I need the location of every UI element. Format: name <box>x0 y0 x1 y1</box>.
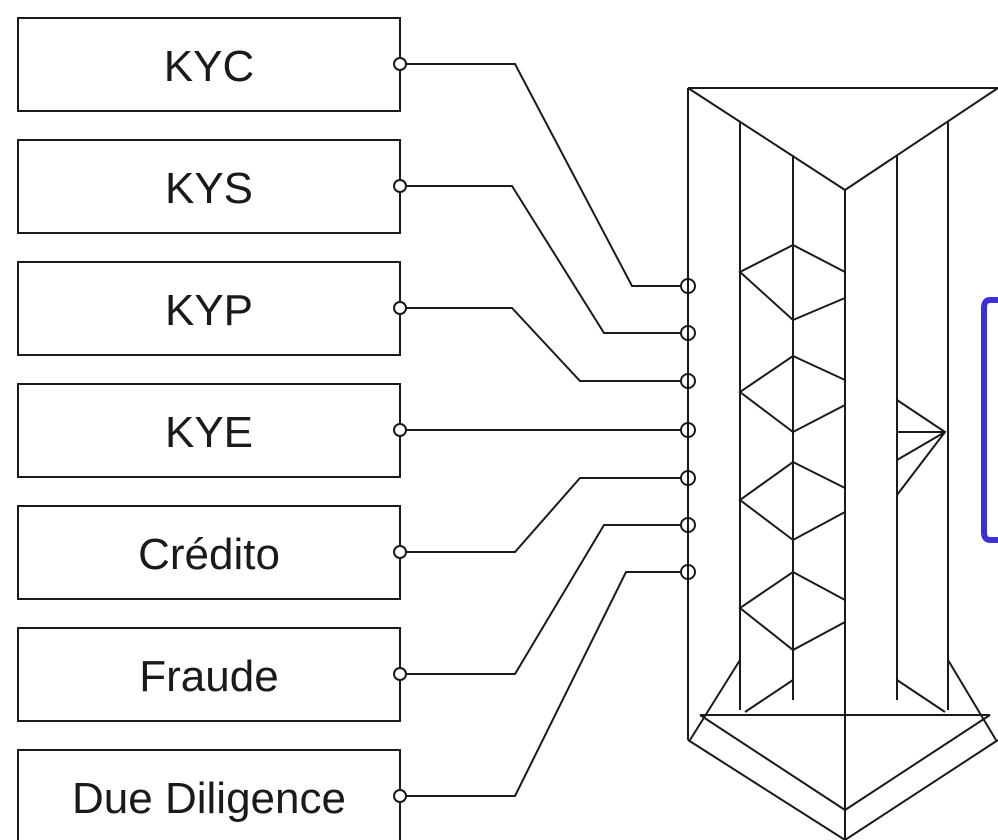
accent-bracket <box>981 297 998 543</box>
connector-fraude <box>400 524 688 675</box>
diamond-1 <box>738 243 846 322</box>
module-label-kye: KYE <box>165 408 253 457</box>
module-credito[interactable]: Crédito <box>17 505 401 600</box>
module-fraude[interactable]: Fraude <box>17 627 401 722</box>
module-label-credito: Crédito <box>138 530 280 579</box>
right-face-triangle <box>896 399 947 496</box>
box-port-fraude <box>393 667 407 681</box>
diamond-3 <box>738 460 846 542</box>
connectors <box>400 63 688 797</box>
module-boxes: KYC KYS KYP KYE Crédito Fraude Due Dilig… <box>17 17 401 840</box>
connector-credito <box>400 477 688 553</box>
box-port-kye <box>393 423 407 437</box>
module-kye[interactable]: KYE <box>17 383 401 478</box>
diamond-2 <box>738 354 846 434</box>
connector-kyc <box>400 63 688 287</box>
box-port-due-diligence <box>393 789 407 803</box>
module-label-due-diligence: Due Diligence <box>72 774 346 823</box>
diamond-4 <box>738 570 846 652</box>
prism <box>687 87 998 840</box>
module-due-diligence[interactable]: Due Diligence <box>17 749 401 840</box>
module-kyp[interactable]: KYP <box>17 261 401 356</box>
module-kys[interactable]: KYS <box>17 139 401 234</box>
box-port-credito <box>393 545 407 559</box>
module-label-kyc: KYC <box>164 42 254 91</box>
module-label-kyp: KYP <box>165 286 253 335</box>
box-port-kys <box>393 179 407 193</box>
module-label-fraude: Fraude <box>139 652 278 701</box>
connector-kyp <box>400 307 688 382</box>
box-port-kyp <box>393 301 407 315</box>
box-port-kyc <box>393 57 407 71</box>
module-label-kys: KYS <box>165 164 253 213</box>
module-kyc[interactable]: KYC <box>17 17 401 112</box>
connector-due-diligence <box>400 571 688 797</box>
connector-kys <box>400 185 688 334</box>
